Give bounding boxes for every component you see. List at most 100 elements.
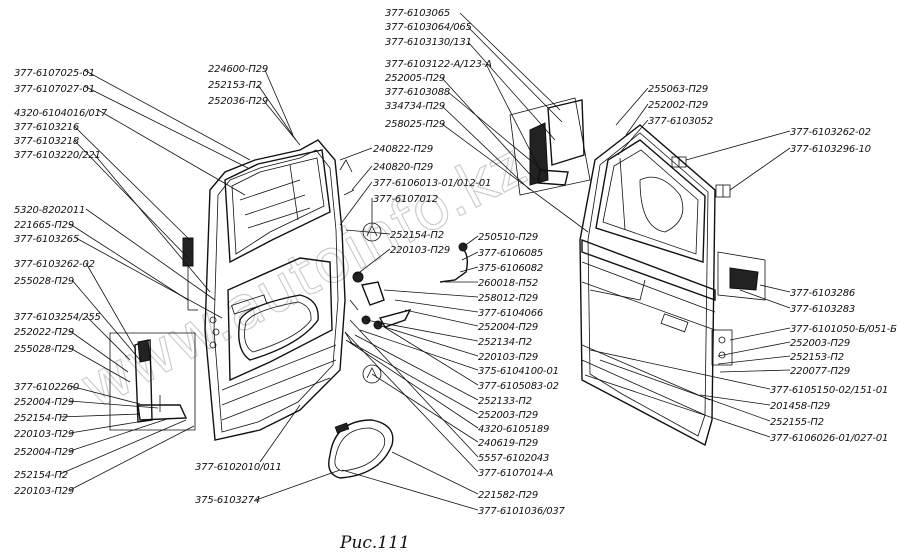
leader-line <box>349 319 479 458</box>
leader-line <box>97 109 246 196</box>
leader-line <box>345 339 479 429</box>
part-number-label: 252004-П29 <box>14 447 74 458</box>
part-number-label: 377-6103065 <box>385 8 450 19</box>
leader-line <box>264 69 294 136</box>
part-number-label: 377-6103052 <box>648 116 713 127</box>
leader-line <box>739 289 791 309</box>
part-number-label: 377-6107014-А <box>478 468 553 479</box>
part-number-label: 375-6104100-01 <box>478 366 559 377</box>
leader-line <box>85 315 131 361</box>
leader-line <box>485 63 541 171</box>
leader-line <box>69 223 189 301</box>
leader-line <box>383 289 479 298</box>
part-number-label: 252005-П29 <box>385 73 445 84</box>
leader-line <box>729 327 791 341</box>
leader-line <box>351 165 373 191</box>
leader-line <box>85 262 137 351</box>
leader-line <box>467 26 563 123</box>
part-number-label: 377-6105083-02 <box>478 381 559 392</box>
leader-line <box>255 469 341 501</box>
part-number-label: 375-6106082 <box>478 263 543 274</box>
leader-line <box>83 85 249 169</box>
part-number-label: 377-6107027-01 <box>14 84 95 95</box>
part-number-label: 224600-П29 <box>208 64 268 75</box>
leader-line <box>461 251 479 261</box>
part-number-label: 258012-П29 <box>478 293 538 304</box>
part-number-label: 377-6106013-01/012-01 <box>373 178 491 189</box>
part-number-label: 255063-П29 <box>648 84 708 95</box>
part-number-label: 375-6103274 <box>195 495 260 506</box>
leader-line <box>599 359 771 422</box>
leader-line <box>73 125 191 241</box>
part-number-label: 240619-П29 <box>478 438 538 449</box>
leader-line <box>83 69 251 161</box>
part-number-label: 252003-П29 <box>790 338 850 349</box>
part-number-label: 377-6105150-02/151-01 <box>770 385 888 396</box>
part-number-label: 221665-П29 <box>14 220 74 231</box>
leader-line <box>75 237 223 319</box>
part-number-label: 377-6101050-Б/051-Б <box>790 324 897 335</box>
part-number-label: 252153-П2 <box>790 352 844 363</box>
leader-line <box>589 349 771 390</box>
part-number-label: 258025-П29 <box>385 119 445 130</box>
part-number-label: 260018-П52 <box>478 278 538 289</box>
part-number-label: 377-6103130/131 <box>385 37 472 48</box>
part-number-label: 252134-П2 <box>478 337 532 348</box>
leader-line <box>71 279 141 361</box>
leader-line <box>717 355 791 365</box>
part-number-label: 377-6102010/011 <box>195 462 282 473</box>
leader-line <box>339 181 373 226</box>
leader-line <box>349 341 479 415</box>
part-number-label: 252022-П29 <box>14 327 74 338</box>
figure-caption: Рис.111 <box>339 533 410 553</box>
part-number-label: 377-6103265 <box>14 234 79 245</box>
leader-line <box>259 404 301 463</box>
leader-line <box>377 324 479 357</box>
part-number-label: 252153-П2 <box>208 80 262 91</box>
part-number-label: 334734-П29 <box>385 101 445 112</box>
small-plugs <box>671 156 731 198</box>
leader-line <box>729 147 791 191</box>
part-number-label: 377-6103064/065 <box>385 22 472 33</box>
part-number-label: 4320-6104016/017 <box>14 108 108 119</box>
part-number-label: 377-6107025-01 <box>14 68 95 79</box>
part-number-label: 377-6104066 <box>478 308 543 319</box>
part-number-label: 377-6107012 <box>373 194 438 205</box>
part-number-label: 252133-П2 <box>478 396 532 407</box>
leader-line <box>263 100 301 146</box>
leader-line <box>719 369 791 373</box>
part-number-label: 252154-П2 <box>14 470 68 481</box>
part-number-label: 377-6103218 <box>14 136 79 147</box>
leader-line <box>459 12 561 111</box>
part-number-label: 377-6103296-10 <box>790 144 871 155</box>
leader-line <box>615 87 649 126</box>
leader-line <box>394 299 479 313</box>
part-number-label: 5557-6102043 <box>478 453 549 464</box>
leader-line <box>584 374 771 438</box>
part-number-label: 240820-П29 <box>373 162 433 173</box>
inset-right-latch <box>711 251 766 366</box>
part-number-label: 252155-П2 <box>770 417 824 428</box>
part-number-label: 221582-П29 <box>478 490 538 501</box>
leader-line <box>339 147 373 161</box>
leader-line <box>699 394 771 406</box>
part-number-label: 377-6103220/221 <box>14 150 101 161</box>
leader-line <box>69 419 151 434</box>
leader-line <box>69 400 159 409</box>
part-number-label: 377-6103254/255 <box>14 312 101 323</box>
inset-hinge-box <box>109 332 196 431</box>
part-number-label: 377-6103216 <box>14 122 79 133</box>
part-number-label: 220103-П29 <box>14 486 74 497</box>
part-number-label: 252154-П2 <box>390 230 444 241</box>
part-number-label: 377-6103262-02 <box>14 259 95 270</box>
leader-line <box>59 419 187 475</box>
leader-line <box>345 229 391 235</box>
part-number-label: 377-6103122-А/123-А <box>385 59 492 70</box>
leader-line <box>69 417 171 452</box>
leader-line <box>462 235 479 248</box>
part-number-label: 252036-П29 <box>208 96 268 107</box>
left-door <box>182 139 346 441</box>
part-number-label: 377-6103283 <box>790 304 855 315</box>
leader-line <box>354 334 479 401</box>
